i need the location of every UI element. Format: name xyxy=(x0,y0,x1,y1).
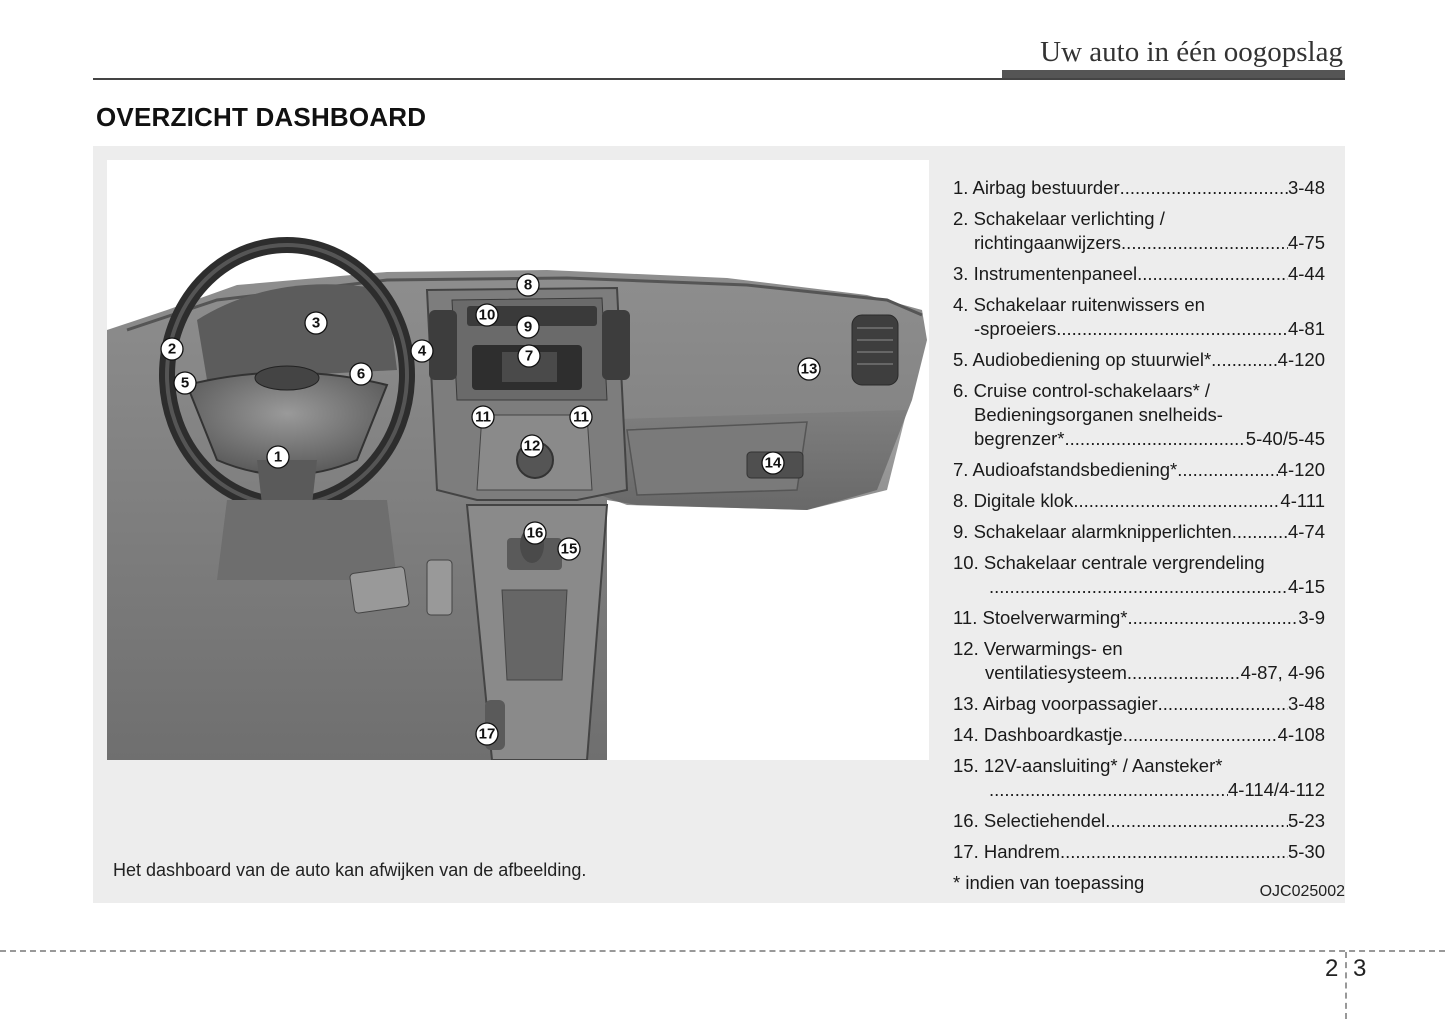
list-item: 16. Selectiehendel5-23 xyxy=(953,809,1325,833)
svg-text:16: 16 xyxy=(527,525,544,542)
list-item: 12. Verwarmings- en ventilatiesysteem4-8… xyxy=(953,637,1325,685)
svg-text:12: 12 xyxy=(524,438,541,455)
svg-text:13: 13 xyxy=(801,361,818,378)
page-number-chapter: 2 xyxy=(1325,955,1339,982)
callout-3: 3 xyxy=(304,311,328,335)
svg-text:15: 15 xyxy=(561,541,578,558)
callout-11-right: 11 xyxy=(569,405,593,429)
callout-4: 4 xyxy=(410,339,434,363)
svg-text:9: 9 xyxy=(524,319,532,336)
footer-divider xyxy=(0,950,1445,952)
svg-text:11: 11 xyxy=(475,409,491,426)
list-item: 7. Audioafstandsbediening*4-120 xyxy=(953,458,1325,482)
callout-6: 6 xyxy=(349,362,373,386)
list-item: 1. Airbag bestuurder3-48 xyxy=(953,176,1325,200)
header-rule xyxy=(93,78,1345,80)
list-item: 2. Schakelaar verlichting / richtingaanw… xyxy=(953,207,1325,255)
header-accent-bar xyxy=(1002,70,1345,80)
callout-11-left: 11 xyxy=(471,405,495,429)
svg-text:5: 5 xyxy=(181,375,189,392)
callout-13: 13 xyxy=(797,357,821,381)
callout-12: 12 xyxy=(520,434,544,458)
illustration-note: Het dashboard van de auto kan afwijken v… xyxy=(113,860,587,880)
callout-9: 9 xyxy=(516,315,540,339)
callout-17: 17 xyxy=(475,722,499,746)
svg-text:14: 14 xyxy=(765,455,782,472)
chapter-title: Uw auto in één oogopslag xyxy=(1040,36,1343,68)
list-item: 4. Schakelaar ruitenwissers en -sproeier… xyxy=(953,293,1325,341)
list-item: 11. Stoelverwarming*3-9 xyxy=(953,606,1325,630)
svg-text:17: 17 xyxy=(479,726,496,743)
list-item: 14. Dashboardkastje4-108 xyxy=(953,723,1325,747)
page-number-divider xyxy=(1345,952,1347,1019)
section-title: OVERZICHT DASHBOARD xyxy=(96,102,427,132)
callout-15: 15 xyxy=(557,537,581,561)
svg-text:7: 7 xyxy=(525,348,533,365)
illustration-code: OJC025002 xyxy=(1259,883,1345,900)
callout-8: 8 xyxy=(516,273,540,297)
list-item: 15. 12V-aansluiting* / Aansteker* 4-114/… xyxy=(953,754,1325,802)
list-item: 13. Airbag voorpassagier3-48 xyxy=(953,692,1325,716)
list-item: 9. Schakelaar alarmknipperlichten4-74 xyxy=(953,520,1325,544)
svg-text:8: 8 xyxy=(524,277,532,294)
list-item: 3. Instrumentenpaneel4-44 xyxy=(953,262,1325,286)
component-list: 1. Airbag bestuurder3-48 2. Schakelaar v… xyxy=(953,176,1325,902)
callout-14: 14 xyxy=(761,451,785,475)
callout-5: 5 xyxy=(173,371,197,395)
svg-text:1: 1 xyxy=(274,449,282,466)
svg-text:10: 10 xyxy=(479,307,496,324)
footnote: * indien van toepassing xyxy=(953,872,1145,893)
svg-text:6: 6 xyxy=(357,366,365,383)
list-item: 10. Schakelaar centrale vergrendeling 4-… xyxy=(953,551,1325,599)
page-number-page: 3 xyxy=(1353,955,1367,982)
callout-7: 7 xyxy=(517,344,541,368)
callout-10: 10 xyxy=(475,303,499,327)
list-item: 5. Audiobediening op stuurwiel*4-120 xyxy=(953,348,1325,372)
callout-1: 1 xyxy=(266,445,290,469)
callout-2: 2 xyxy=(160,337,184,361)
svg-text:2: 2 xyxy=(168,341,176,358)
dashboard-illustration: 1 2 3 4 5 6 7 8 9 10 11 11 12 13 14 15 1… xyxy=(107,160,929,760)
list-item: 6. Cruise control-schakelaars* / Bedieni… xyxy=(953,379,1325,451)
dashboard-panel: 1 2 3 4 5 6 7 8 9 10 11 11 12 13 14 15 1… xyxy=(93,146,1345,903)
list-item: 8. Digitale klok4-111 xyxy=(953,489,1325,513)
svg-text:4: 4 xyxy=(418,343,427,360)
svg-text:11: 11 xyxy=(573,409,589,426)
svg-text:3: 3 xyxy=(312,315,320,332)
callout-16: 16 xyxy=(523,521,547,545)
list-item: 17. Handrem5-30 xyxy=(953,840,1325,864)
